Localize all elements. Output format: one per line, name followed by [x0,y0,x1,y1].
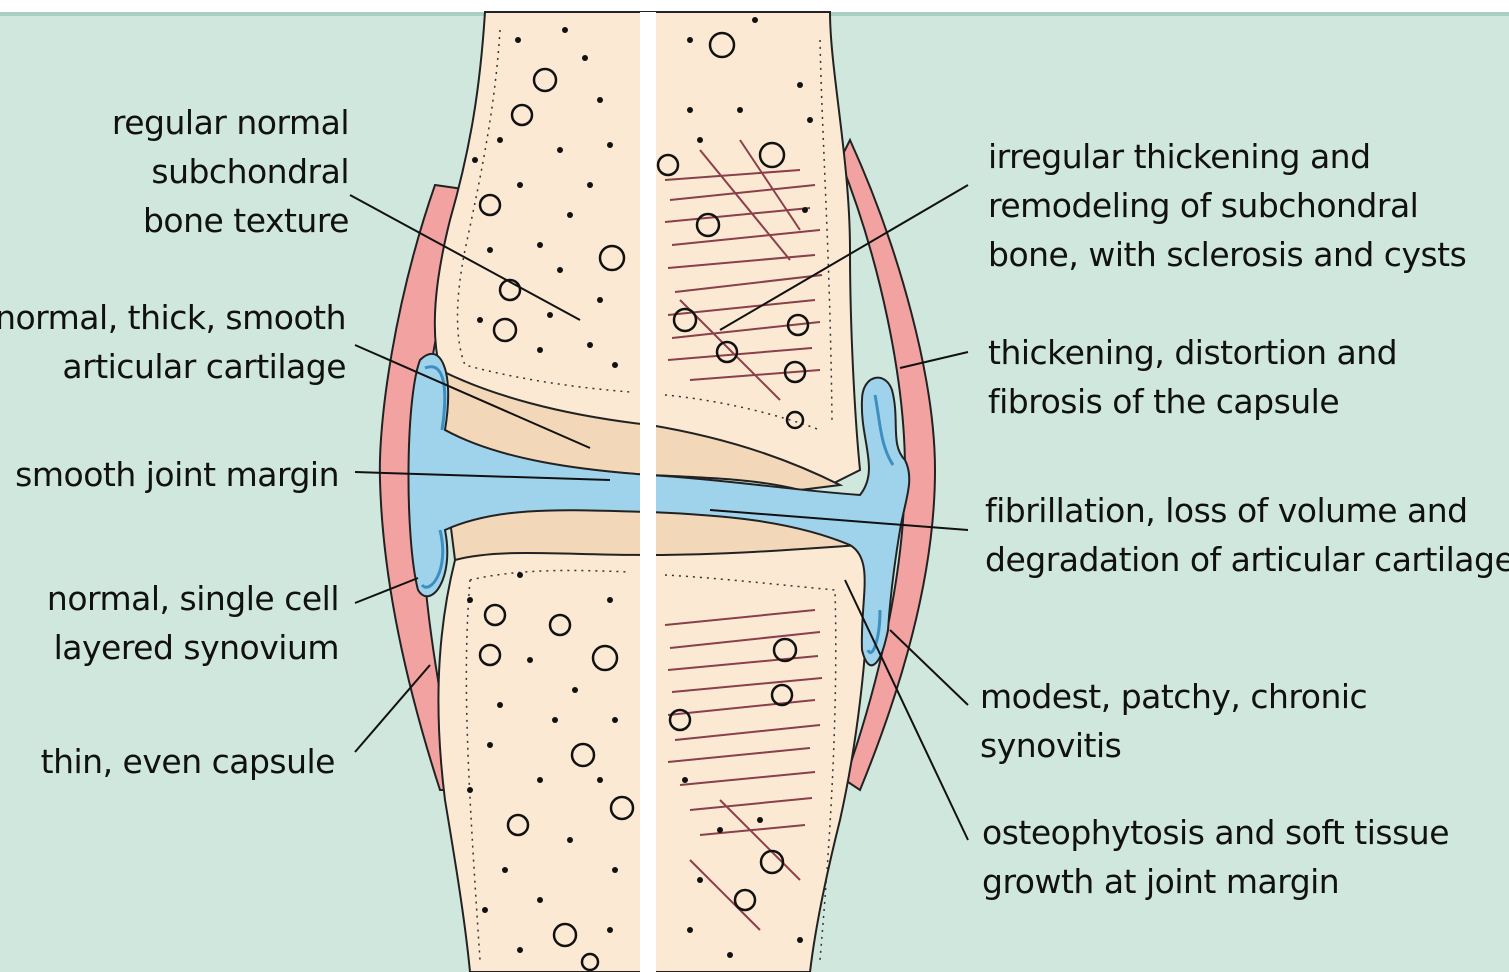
label-capsule-thickening: thickening, distortion and fibrosis of t… [988,328,1397,426]
label-smooth-joint-margin: smooth joint margin [15,450,339,499]
label-capsule-thin: thin, even capsule [41,737,335,786]
label-synovium-normal: normal, single cell layered synovium [47,574,339,672]
label-cartilage-normal: normal, thick, smooth articular cartilag… [0,293,346,391]
center-divider [640,12,656,972]
top-border [0,0,1509,12]
label-synovitis: modest, patchy, chronic synovitis [980,672,1367,770]
label-cartilage-degradation: fibrillation, loss of volume and degrada… [985,486,1509,584]
label-osteophytosis: osteophytosis and soft tissue growth at … [982,808,1449,906]
label-subchondral-normal: regular normal subchondral bone texture [112,98,349,245]
label-subchondral-remodeling: irregular thickening and remodeling of s… [988,132,1466,279]
